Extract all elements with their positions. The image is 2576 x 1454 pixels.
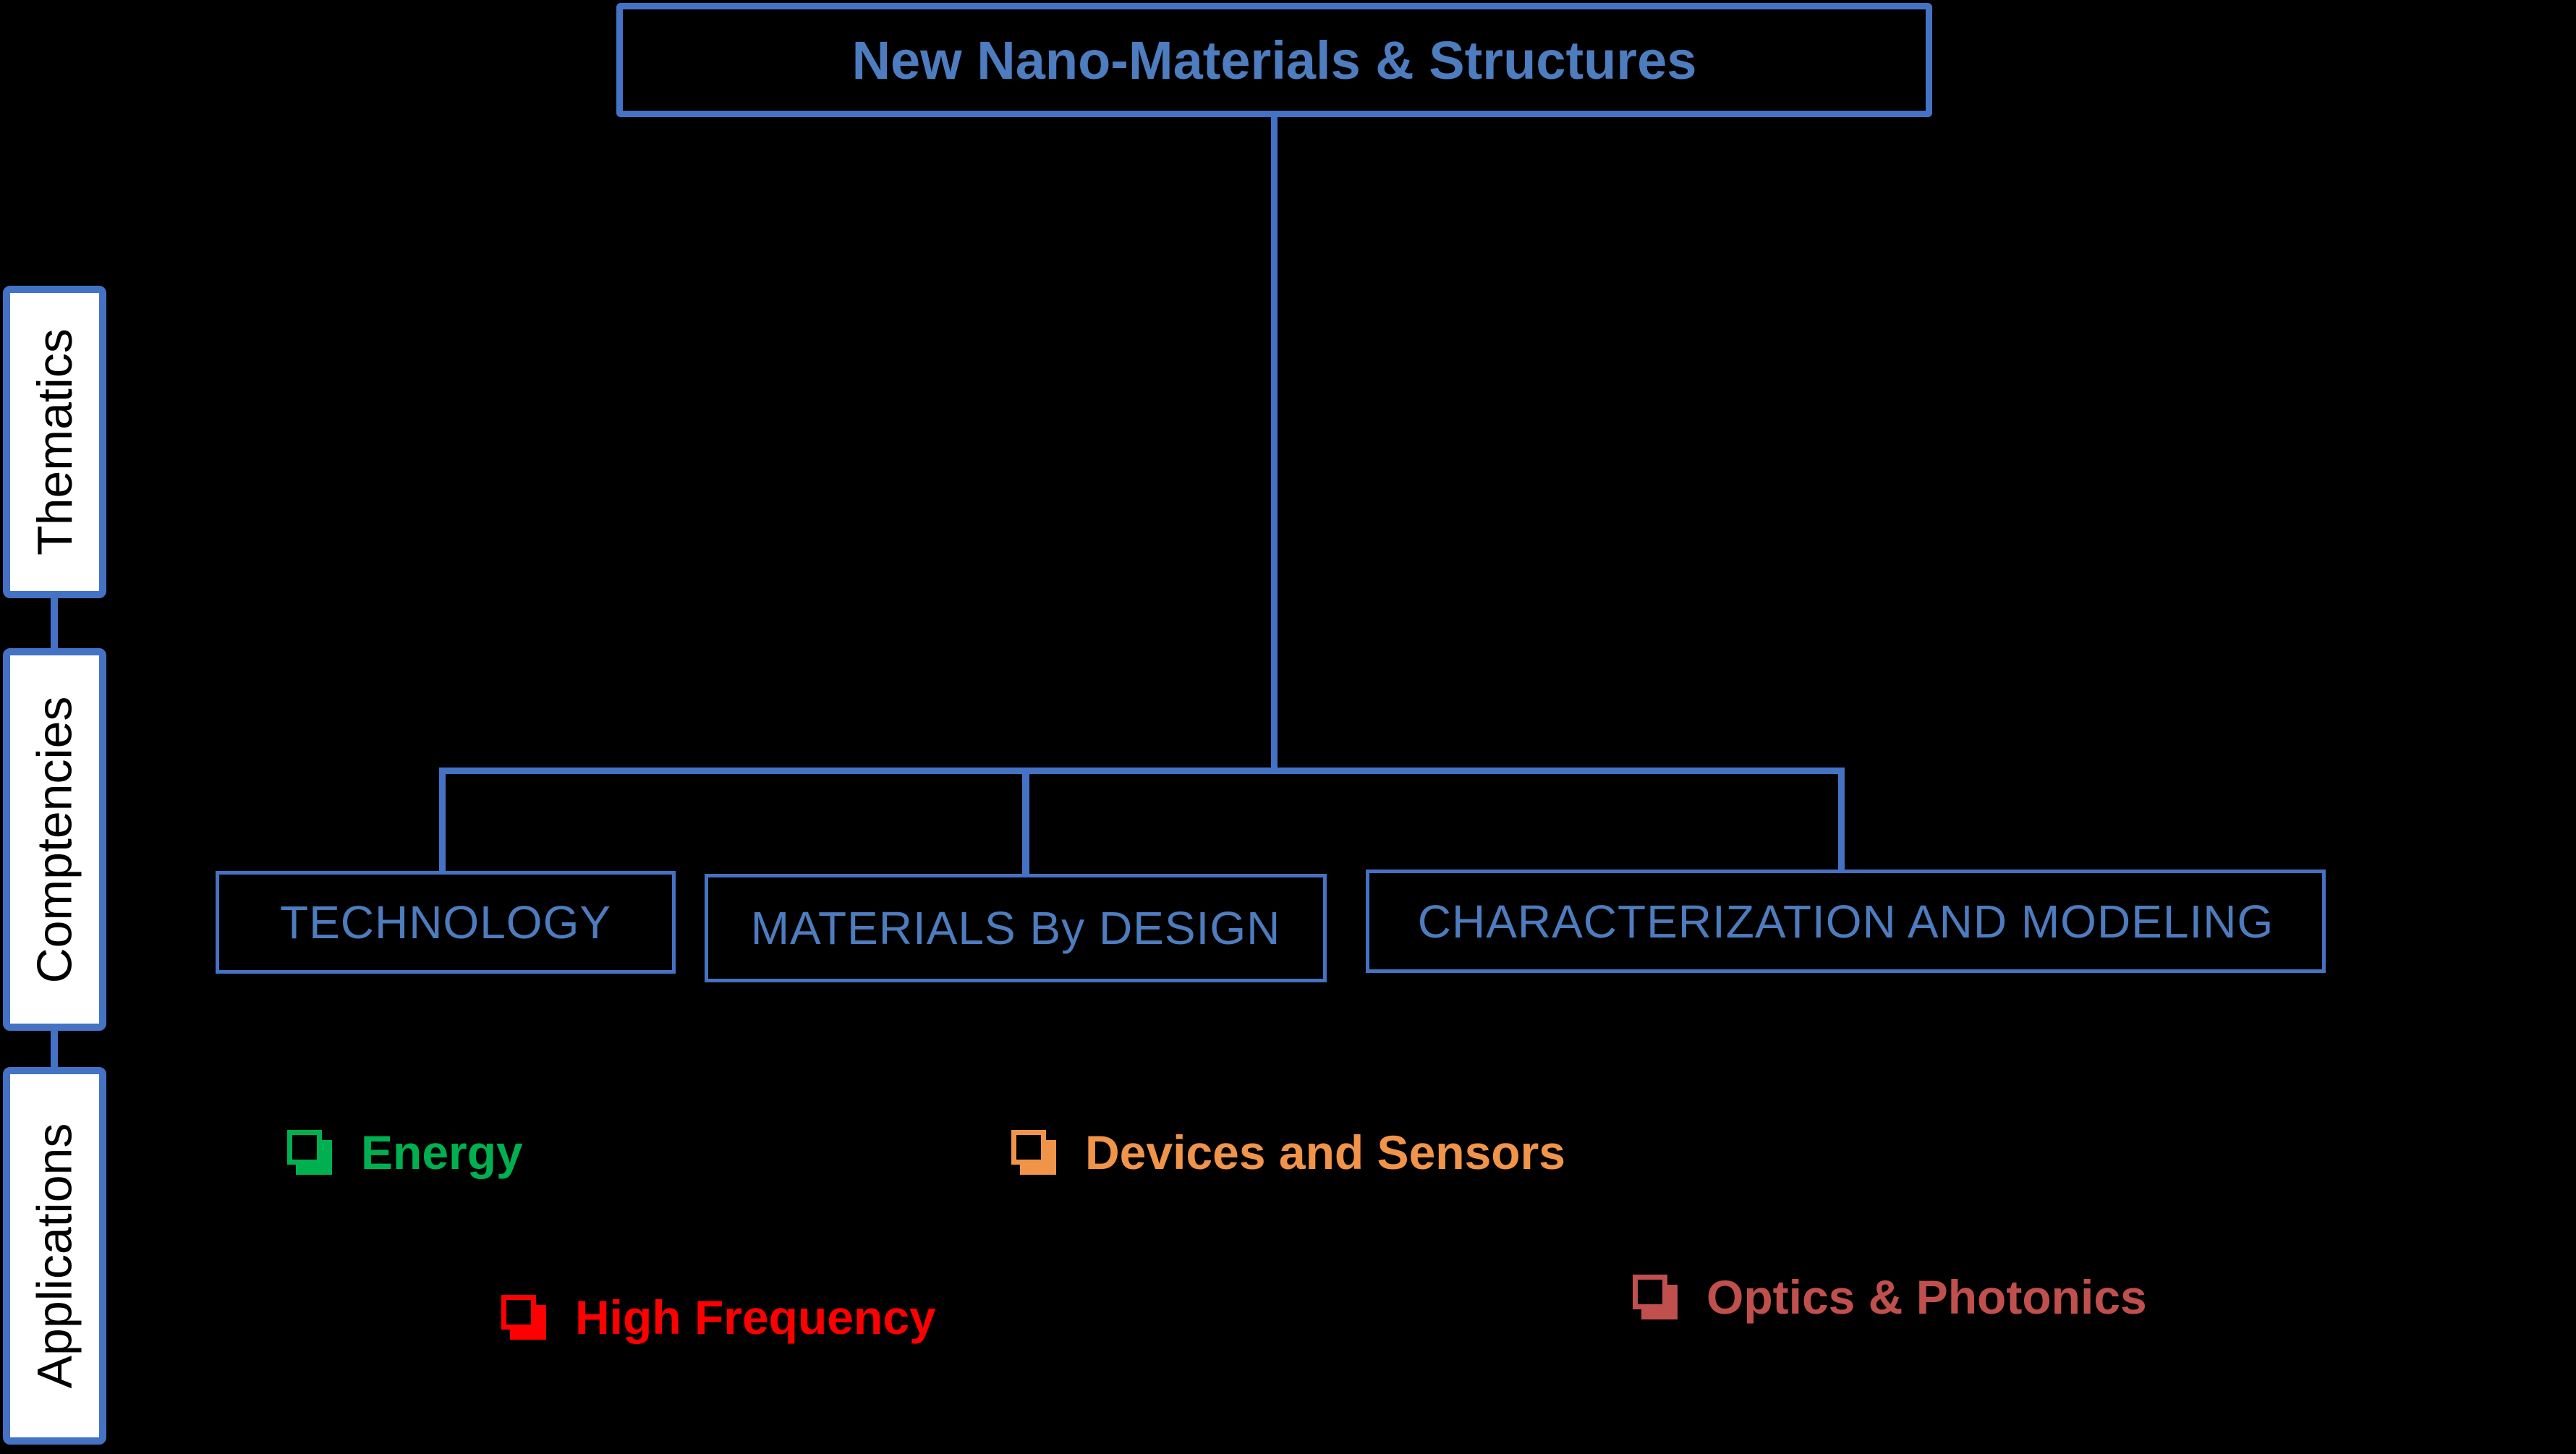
node-characterization-and-modeling-label: CHARACTERIZATION AND MODELING [1417, 895, 2274, 948]
application-item-high-frequency: High Frequency [501, 1293, 936, 1341]
sidebar-connector-2 [51, 1029, 58, 1068]
connector-drop-characterization [1838, 769, 1845, 871]
connector-horizontal-bus [439, 768, 1845, 774]
application-item-devices-and-sensors-label: Devices and Sensors [1085, 1126, 1565, 1179]
connector-root-vertical [1271, 117, 1278, 768]
root-node-box: New Nano-Materials & Structures [616, 3, 1932, 117]
node-materials-by-design: MATERIALS By DESIGN [705, 874, 1327, 982]
node-technology: TECHNOLOGY [216, 871, 676, 974]
sidebar-box-comptencies-label: Comptencies [27, 696, 82, 983]
sidebar-connector-1 [51, 597, 58, 650]
sidebar-box-thematics: Thematics [3, 286, 106, 598]
checkbox-bullet-icon [1011, 1130, 1056, 1175]
node-characterization-and-modeling: CHARACTERIZATION AND MODELING [1366, 870, 2326, 973]
application-item-high-frequency-label: High Frequency [575, 1291, 936, 1344]
node-technology-label: TECHNOLOGY [279, 896, 612, 948]
checkbox-bullet-icon [287, 1130, 332, 1175]
node-materials-by-design-label: MATERIALS By DESIGN [750, 902, 1281, 954]
connector-drop-materials [1022, 771, 1029, 874]
checkbox-bullet-icon [1633, 1275, 1678, 1319]
application-item-energy: Energy [287, 1128, 523, 1176]
sidebar-box-thematics-label: Thematics [27, 328, 82, 556]
application-item-devices-and-sensors: Devices and Sensors [1011, 1128, 1565, 1176]
connector-drop-technology [439, 769, 446, 871]
root-node-label: New Nano-Materials & Structures [851, 30, 1697, 90]
application-item-optics-and-photonics: Optics & Photonics [1633, 1273, 2147, 1321]
sidebar-box-applications: Applications [3, 1067, 106, 1445]
application-item-energy-label: Energy [361, 1126, 523, 1179]
sidebar-box-comptencies: Comptencies [3, 648, 106, 1031]
sidebar-box-applications-label: Applications [27, 1123, 82, 1389]
application-item-optics-and-photonics-label: Optics & Photonics [1706, 1270, 2147, 1324]
checkbox-bullet-icon [501, 1295, 546, 1340]
